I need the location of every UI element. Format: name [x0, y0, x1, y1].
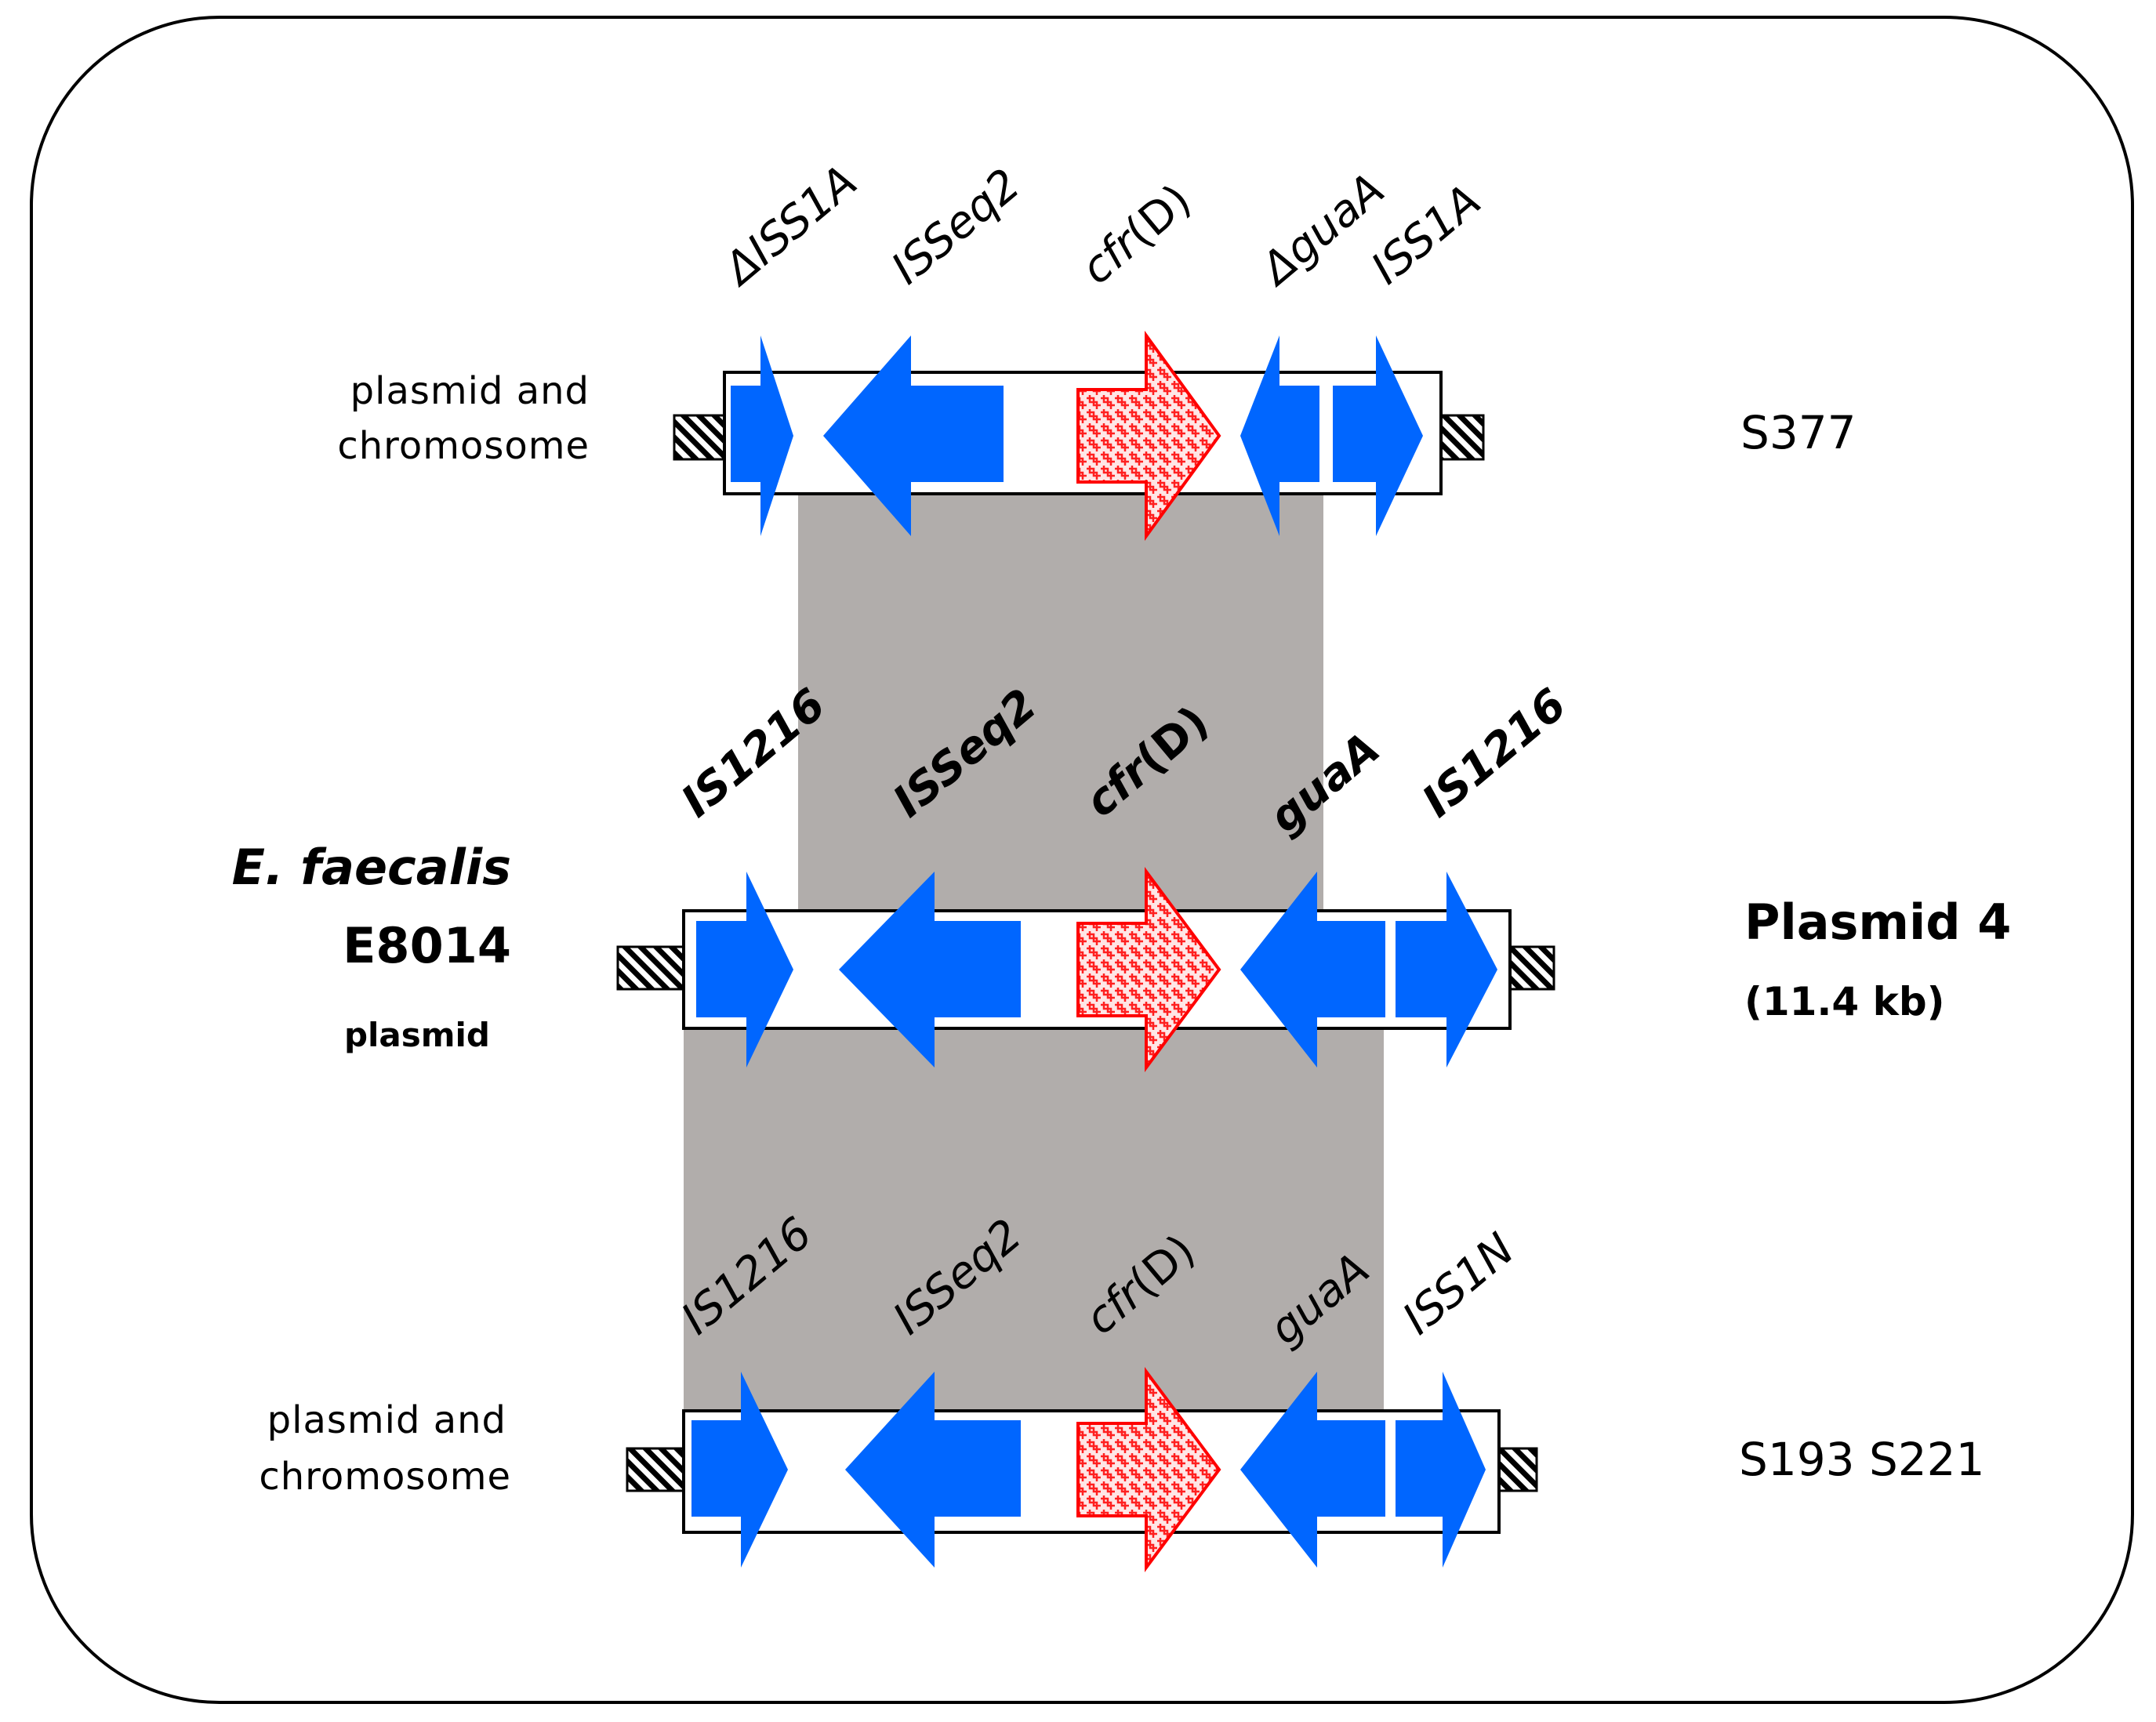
strain-id: S377 — [1740, 406, 1857, 459]
flank-right — [1508, 945, 1555, 991]
side-label: chromosome — [259, 1455, 511, 1499]
plasmid-size: (11.4 kb) — [1744, 979, 1945, 1024]
flank-right — [1497, 1447, 1538, 1492]
is-element-arrow — [1396, 872, 1497, 1068]
flank-left — [673, 414, 726, 461]
strain-label: E8014 — [343, 917, 511, 974]
side-label: plasmid and — [350, 369, 590, 413]
strain-ids: S193 S221 — [1739, 1433, 1984, 1486]
is-element-arrow — [1396, 1372, 1486, 1568]
is-element-arrow — [845, 1372, 1021, 1568]
species-label: E. faecalis — [232, 839, 511, 896]
is-element-arrow — [691, 1372, 788, 1568]
is-element-arrow — [823, 335, 1004, 536]
homology-region-top — [798, 495, 1323, 911]
is-element-arrow — [1240, 1372, 1385, 1568]
flank-right — [1439, 414, 1485, 461]
is-element-arrow — [1240, 872, 1385, 1068]
is-element-arrow — [1333, 335, 1423, 536]
homology-region-bottom — [684, 1027, 1384, 1419]
is-element-arrow — [696, 872, 793, 1068]
resistance-gene-arrow — [1076, 330, 1221, 542]
flank-left — [616, 945, 685, 991]
is-element-arrow — [731, 335, 793, 536]
resistance-gene-arrow — [1076, 866, 1221, 1073]
resistance-gene-arrow — [1076, 1366, 1221, 1573]
side-label: plasmid and — [267, 1398, 506, 1442]
is-element-arrow — [839, 872, 1021, 1068]
side-label: chromosome — [337, 424, 590, 468]
is-element-arrow — [1240, 335, 1319, 536]
replicon-label: plasmid — [344, 1016, 490, 1054]
plasmid-name: Plasmid 4 — [1744, 894, 2011, 951]
flank-left — [626, 1447, 685, 1492]
